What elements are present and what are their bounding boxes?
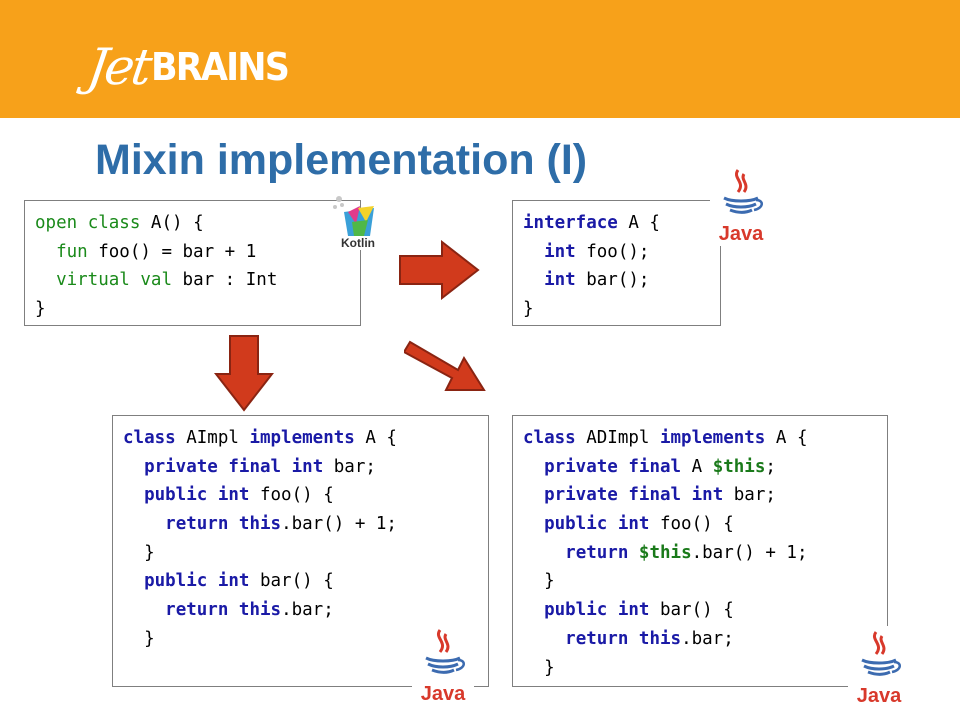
token: $this bbox=[638, 542, 692, 563]
code-line: public int bar() { bbox=[144, 571, 334, 592]
token: return bbox=[565, 628, 629, 649]
token: virtual bbox=[56, 270, 130, 291]
kotlin-code-box: open class A() { fun foo() = bar + 1 vir… bbox=[24, 200, 361, 326]
token: $this bbox=[712, 456, 766, 477]
token: int bbox=[217, 571, 250, 592]
code-line: class ADImpl implements A { bbox=[523, 428, 808, 448]
jetbrains-logo: JetBRAINS bbox=[84, 34, 300, 100]
code-line: } bbox=[35, 299, 46, 320]
logo-brains-text: BRAINS bbox=[150, 45, 290, 89]
token: return bbox=[165, 514, 229, 535]
kotlin-badge-label: Kotlin bbox=[341, 236, 375, 250]
code-line: return this.bar; bbox=[565, 628, 734, 649]
token: int bbox=[617, 600, 650, 621]
token: int bbox=[617, 514, 650, 535]
code-line: return $this.bar() + 1; bbox=[565, 542, 808, 563]
token: interface bbox=[523, 213, 618, 233]
code-line: private final int bar; bbox=[144, 456, 376, 477]
token: class bbox=[523, 428, 576, 448]
diagonal-arrow-icon bbox=[404, 336, 488, 394]
token: private bbox=[144, 456, 218, 477]
token: final bbox=[628, 485, 682, 506]
code-line: return this.bar; bbox=[165, 600, 334, 621]
code-line: int bar(); bbox=[544, 270, 650, 291]
token: class bbox=[87, 213, 141, 233]
java-logo-icon: Java bbox=[710, 164, 772, 246]
java-badge-label: Java bbox=[857, 685, 902, 707]
token: int bbox=[291, 456, 324, 477]
token: implements bbox=[659, 428, 766, 448]
token: int bbox=[691, 485, 724, 506]
token: fun bbox=[56, 241, 88, 262]
token: this bbox=[238, 600, 282, 621]
code-line: return this.bar() + 1; bbox=[165, 514, 397, 535]
token: val bbox=[140, 270, 172, 291]
java-logo-icon: Java bbox=[412, 624, 474, 706]
code-line: public int foo() { bbox=[144, 485, 334, 506]
token: int bbox=[544, 270, 576, 291]
kotlin-logo-icon: Kotlin bbox=[330, 192, 386, 256]
code-line: public int foo() { bbox=[544, 514, 734, 535]
java-logo-icon: Java bbox=[848, 626, 910, 708]
token: open bbox=[35, 213, 78, 233]
logo-jet-text: Jet bbox=[83, 38, 153, 96]
token: public bbox=[144, 485, 208, 506]
code-line: } bbox=[123, 542, 155, 563]
token: int bbox=[544, 241, 576, 262]
token: class bbox=[123, 428, 176, 448]
code-line: private final int bar; bbox=[544, 485, 776, 506]
aimpl-code-box: class AImpl implements A { private final… bbox=[112, 415, 489, 687]
code-line: int foo(); bbox=[544, 241, 650, 262]
header-band: JetBRAINS bbox=[0, 0, 960, 118]
code-line: public int bar() { bbox=[544, 600, 734, 621]
token: return bbox=[165, 600, 229, 621]
token: this bbox=[238, 514, 282, 535]
code-line: open class A() { bbox=[35, 213, 204, 233]
down-arrow-icon bbox=[214, 334, 274, 412]
token: public bbox=[544, 514, 608, 535]
code-line: virtual val bar : Int bbox=[56, 270, 278, 291]
token: implements bbox=[249, 428, 355, 448]
code-line: interface A { bbox=[523, 213, 660, 233]
code-line: class AImpl implements A { bbox=[123, 428, 397, 448]
token: return bbox=[565, 542, 629, 563]
token: public bbox=[144, 571, 208, 592]
token: final bbox=[228, 456, 282, 477]
java-interface-code-box: interface A { int foo(); int bar(); } bbox=[512, 200, 721, 326]
code-line: } bbox=[523, 571, 555, 592]
token: private bbox=[544, 485, 618, 506]
right-arrow-icon bbox=[398, 240, 480, 300]
java-badge-label: Java bbox=[421, 683, 466, 705]
code-line: } bbox=[523, 657, 555, 678]
slide-title: Mixin implementation (I) bbox=[95, 136, 588, 184]
token: final bbox=[628, 456, 682, 477]
token: public bbox=[544, 600, 608, 621]
adimpl-code-box: class ADImpl implements A { private fina… bbox=[512, 415, 888, 687]
code-line: } bbox=[523, 299, 534, 320]
code-line: fun foo() = bar + 1 bbox=[56, 241, 257, 262]
code-line: private final A $this; bbox=[544, 456, 776, 477]
code-line: } bbox=[123, 628, 155, 649]
token: this bbox=[638, 628, 682, 649]
token: int bbox=[217, 485, 250, 506]
java-badge-label: Java bbox=[719, 223, 764, 245]
token: private bbox=[544, 456, 618, 477]
